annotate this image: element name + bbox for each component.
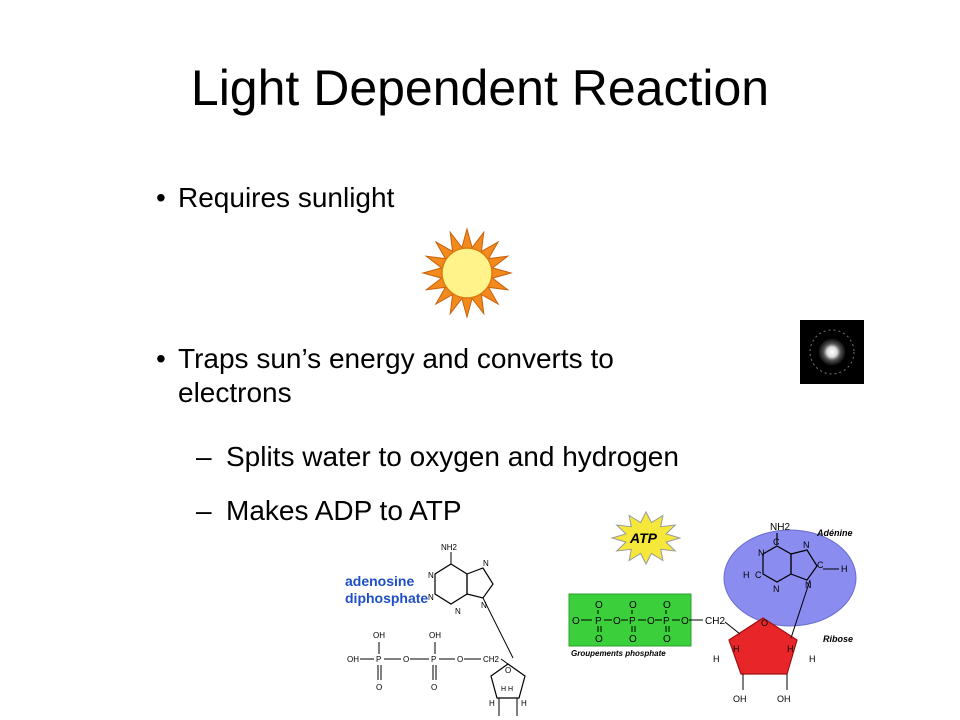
atp-o-label: O [629, 634, 637, 645]
subbullet-splits-water: – Splits water to oxygen and hydrogen [196, 440, 679, 474]
sun-icon [421, 227, 513, 319]
atp-o-label: O [629, 600, 637, 611]
subbullet-text: Makes ADP to ATP [226, 495, 462, 526]
adp-hh-label: H H [501, 686, 513, 693]
atp-c-label: C [773, 537, 780, 547]
adp-n-label: N [483, 559, 489, 568]
atp-bond [724, 621, 741, 635]
adp-nh2-label: NH2 [441, 543, 458, 552]
adp-h-label: H [489, 699, 495, 708]
electron-orbit [809, 329, 855, 375]
adp-ch2-label: CH2 [483, 655, 500, 664]
adp-o-label: O [505, 666, 511, 675]
atp-h-label: H [733, 644, 740, 654]
atp-c-label: C [817, 560, 824, 570]
atp-ch2-label: CH2 [705, 616, 725, 627]
atp-p-label: P [629, 616, 636, 627]
subbullet-text: Splits water to oxygen and hydrogen [226, 441, 679, 472]
adp-name-line1: adenosine [345, 573, 414, 589]
atp-c-label: C [755, 570, 762, 580]
bullet-requires-sunlight: • Requires sunlight [156, 181, 395, 215]
adenine-five-ring [466, 567, 494, 599]
bullet-text-line1: Traps sun’s energy and converts to [178, 343, 614, 374]
slide-title: Light Dependent Reaction [190, 60, 770, 116]
atp-o-label: O [663, 634, 671, 645]
atp-o-label: O [663, 600, 671, 611]
dash-marker: – [196, 441, 212, 472]
atp-o-label: O [595, 634, 603, 645]
subbullet-adp-to-atp: – Makes ADP to ATP [196, 494, 462, 528]
atp-bond [790, 579, 811, 639]
adp-ribose-ring [490, 663, 526, 699]
atp-n-label: N [803, 540, 810, 550]
adp-bond [500, 658, 509, 665]
atp-o-label: O [613, 616, 621, 627]
atp-o-label: O [761, 618, 768, 628]
sun-disc [441, 247, 493, 299]
atp-o-label: O [595, 600, 603, 611]
atp-badge: ATP [610, 510, 682, 566]
atp-h-label: H [787, 644, 794, 654]
atp-structure-diagram: Adénine NH2 N C N C C H N N H Groupement… [568, 522, 857, 704]
adp-bond [482, 597, 514, 659]
adp-p-label: P [376, 655, 381, 664]
dash-marker: – [196, 495, 212, 526]
atp-h-label: H [809, 654, 816, 664]
bullet-marker: • [156, 182, 166, 213]
electron-orbit-icon [800, 320, 864, 384]
atp-h-label: H [841, 564, 848, 574]
adenine-label: Adénine [816, 528, 853, 538]
bullet-text-line2: electrons [178, 377, 292, 408]
atp-badge-label: ATP [629, 530, 658, 546]
adp-n-label: N [428, 593, 434, 602]
electron-cloud [818, 338, 846, 366]
adp-name-line2: diphosphate [345, 590, 428, 606]
adp-p-label: P [431, 655, 436, 664]
atp-oh-label: OH [733, 694, 747, 704]
atp-p-label: P [595, 616, 602, 627]
adp-oh-label: OH [373, 631, 385, 640]
atp-oh-label: OH [777, 694, 791, 704]
atp-o-label: O [647, 616, 655, 627]
adp-o-label: O [376, 683, 382, 692]
atp-n-label: N [758, 548, 765, 558]
adp-n-label: N [455, 607, 461, 616]
adenine-highlight [723, 529, 857, 627]
atp-h-label: H [743, 570, 750, 580]
ribose-label: Ribose [823, 634, 853, 644]
adp-o-label: O [457, 655, 463, 664]
adp-o-label: O [403, 655, 409, 664]
bullet-text: Requires sunlight [178, 182, 395, 213]
adp-oh-label: OH [347, 655, 359, 664]
adenine-six-ring [434, 563, 468, 605]
atp-o-label: O [681, 616, 689, 627]
bullet-traps-energy: • Traps sun’s energy and converts to ele… [156, 342, 614, 410]
adp-n-label: N [428, 571, 434, 580]
atp-o-label: O [572, 616, 580, 627]
atp-h-label: H [713, 654, 720, 664]
adp-o-label: O [431, 683, 437, 692]
adp-structure-diagram: NH2 N N N N N adenosine diphosphate OH O… [345, 543, 527, 716]
adp-h-label: H [521, 699, 527, 708]
atp-adenine-five-ring [790, 549, 818, 581]
atp-p-label: P [663, 616, 670, 627]
bullet-marker: • [156, 343, 166, 374]
adp-oh-label: OH [429, 631, 441, 640]
phosphate-label: Groupements phosphate [571, 649, 666, 658]
atp-nh2-label: NH2 [770, 522, 790, 533]
atp-badge-burst [610, 510, 682, 566]
adp-n-label: N [481, 601, 487, 610]
atp-n-label: N [773, 584, 780, 594]
